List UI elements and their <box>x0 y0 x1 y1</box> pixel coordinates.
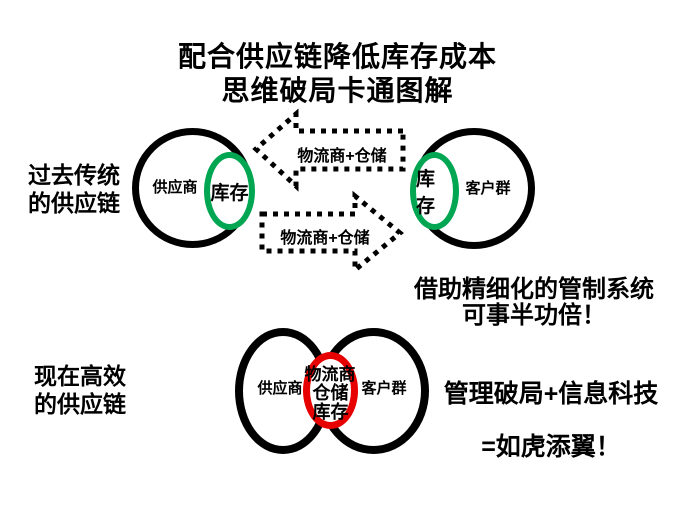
supplier-inventory-label: 库存 <box>210 182 249 204</box>
logistics-arrow-bottom-label: 物流商+仓储 <box>280 230 370 247</box>
overlap-warehouse-label: 仓储 <box>312 383 349 403</box>
logistics-arrow-top-label: 物流商+仓储 <box>297 148 387 165</box>
past-label-line1: 过去传统 <box>28 162 120 188</box>
control-system-line1: 借助精细化的管制系统 <box>414 276 654 303</box>
page-title: 配合供应链降低库存成本 思维破局卡通图解 <box>0 40 675 108</box>
overlap-inventory-label: 库存 <box>312 402 349 422</box>
customer-inventory-label: 库存 <box>416 169 436 217</box>
title-line2: 思维破局卡通图解 <box>221 75 454 106</box>
management-annotation: 管理破局+信息科技 =如虎添翼！ <box>430 374 672 463</box>
present-supply-chain-label: 现在高效 的供应链 <box>22 362 138 418</box>
overlap-logistics-label: 物流商 <box>304 365 356 384</box>
title-line1: 配合供应链降低库存成本 <box>177 41 497 72</box>
present-customer-label: 客户群 <box>361 380 407 397</box>
control-system-line2: 可事半功倍！ <box>462 302 606 329</box>
management-line2: =如虎添翼！ <box>481 433 621 461</box>
overlap-highlight-ellipse <box>303 352 358 429</box>
present-supplier-label: 供应商 <box>257 380 303 397</box>
supplier-inventory-highlight-ellipse: 库存 <box>204 152 255 230</box>
customer-inventory-highlight-ellipse: 库存 <box>410 152 459 230</box>
management-line1: 管理破局+信息科技 <box>443 380 659 408</box>
past-supply-chain-label: 过去传统 的供应链 <box>16 161 132 217</box>
present-label-line2: 的供应链 <box>34 391 126 417</box>
past-supplier-label: 供应商 <box>152 179 198 196</box>
present-label-line1: 现在高效 <box>34 363 126 389</box>
past-customer-label: 客户群 <box>465 180 511 197</box>
control-system-annotation: 借助精细化的管制系统 可事半功倍！ <box>396 277 672 329</box>
past-label-line2: 的供应链 <box>28 190 120 216</box>
